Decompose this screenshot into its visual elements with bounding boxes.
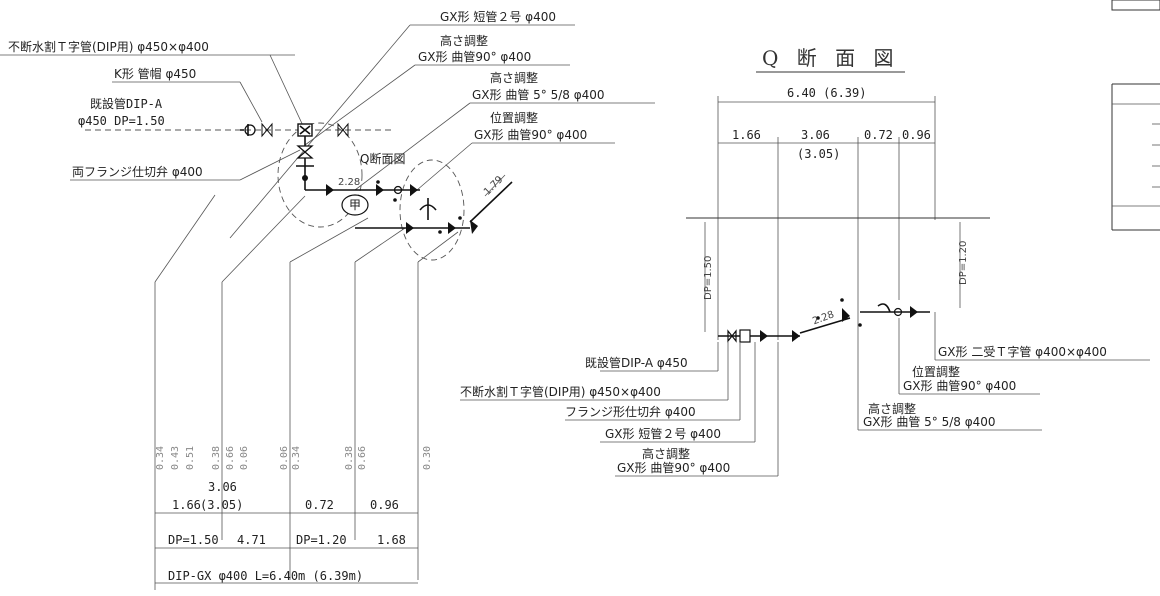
- offset-value: 0.34: [155, 446, 166, 470]
- side-table: [1111, 0, 1160, 231]
- q-dim-d1: 1.66: [732, 128, 761, 142]
- offset-value: 0.43: [170, 446, 181, 470]
- label-tee: 不断水割Ｔ字管(DIP用) φ450×φ400: [8, 39, 209, 54]
- label-valve: 両フランジ仕切弁 φ400: [72, 164, 203, 179]
- label-bend90-b: GX形 曲管90° φ400: [474, 127, 587, 142]
- offset-value: 0.51: [185, 446, 196, 470]
- q-label-height-adjust-2: 高さ調整: [868, 401, 916, 416]
- q-label-tee: 不断水割Ｔ字管(DIP用) φ450×φ400: [460, 384, 661, 399]
- q-dim-d2b: (3.05): [797, 147, 840, 161]
- label-bend90-a: GX形 曲管90° φ400: [418, 49, 531, 64]
- q-label-bend90: GX形 曲管90° φ400: [617, 460, 730, 475]
- offset-value: 0.38: [344, 446, 355, 470]
- q-label-valve: フランジ形仕切弁 φ400: [565, 404, 696, 419]
- label-height-adjust-2: 高さ調整: [490, 70, 538, 85]
- offset-value: 0.66: [357, 446, 368, 470]
- q-label-position-adjust: 位置調整: [912, 364, 960, 379]
- dim-total: DIP-GX φ400 L=6.40m (6.39m): [168, 569, 363, 583]
- dim-seg2: 1.68: [377, 533, 406, 547]
- label-short-pipe: GX形 短管２号 φ400: [440, 9, 556, 24]
- q-dim-d3: 0.72: [864, 128, 893, 142]
- label-position-adjust: 位置調整: [490, 110, 538, 125]
- offset-value: 0.38: [211, 446, 222, 470]
- dim-dp-left: DP=1.50: [168, 533, 219, 547]
- offset-value: 0.06: [239, 446, 250, 470]
- label-height-adjust-1: 高さ調整: [440, 33, 488, 48]
- q-section-title: Q 断 面 図: [762, 46, 899, 70]
- label-pipe-length: 2.28: [338, 177, 360, 188]
- label-existing-dp: φ450 DP=1.50: [78, 114, 165, 128]
- label-bend5: GX形 曲管 5° 5/8 φ400: [472, 87, 605, 102]
- q-dim-total: 6.40 (6.39): [787, 86, 866, 100]
- offset-value: 0.06: [279, 446, 290, 470]
- dim-dp-right: DP=1.20: [296, 533, 347, 547]
- q-dp-right: DP=1.20: [958, 241, 969, 285]
- offset-value: 0.30: [422, 446, 433, 470]
- label-cap: K形 管帽 φ450: [114, 66, 196, 81]
- q-label-double-tee: GX形 二受Ｔ字管 φ400×φ400: [938, 344, 1107, 359]
- q-label-bend90-b: GX形 曲管90° φ400: [903, 378, 1016, 393]
- q-pipe-length: 2.28: [811, 309, 836, 327]
- label-q-callout: Q断面図: [360, 151, 405, 166]
- q-section-view: Q 断 面 図 6.40 (6.39) 1.66 3.06 (3.05) 0.7…: [460, 46, 1150, 477]
- label-kou: 甲: [349, 198, 361, 212]
- q-dp-left: DP=1.50: [703, 256, 714, 300]
- q-dim-d4: 0.96: [902, 128, 931, 142]
- offset-values: 0.34 0.43 0.51 0.38 0.66 0.06 0.06 0.34 …: [155, 446, 433, 470]
- q-label-short-pipe: GX形 短管２号 φ400: [605, 426, 721, 441]
- dim-d2b: (3.05): [200, 498, 243, 512]
- label-existing-pipe: 既設管DIP-A: [90, 96, 163, 111]
- dim-d3: 0.72: [305, 498, 334, 512]
- offset-value: 0.34: [291, 446, 302, 470]
- dim-d4: 0.96: [370, 498, 399, 512]
- q-label-existing: 既設管DIP-A φ450: [585, 355, 688, 370]
- plan-view: GX形 短管２号 φ400 不断水割Ｔ字管(DIP用) φ450×φ400 高さ…: [0, 9, 655, 590]
- offset-value: 0.66: [225, 446, 236, 470]
- dim-seg1: 4.71: [237, 533, 266, 547]
- q-dim-d2: 3.06: [801, 128, 830, 142]
- q-label-height-adjust: 高さ調整: [642, 446, 690, 461]
- q-label-bend5: GX形 曲管 5° 5/8 φ400: [863, 414, 996, 429]
- dim-d2: 3.06: [208, 480, 237, 494]
- dim-d1: 1.66: [172, 498, 201, 512]
